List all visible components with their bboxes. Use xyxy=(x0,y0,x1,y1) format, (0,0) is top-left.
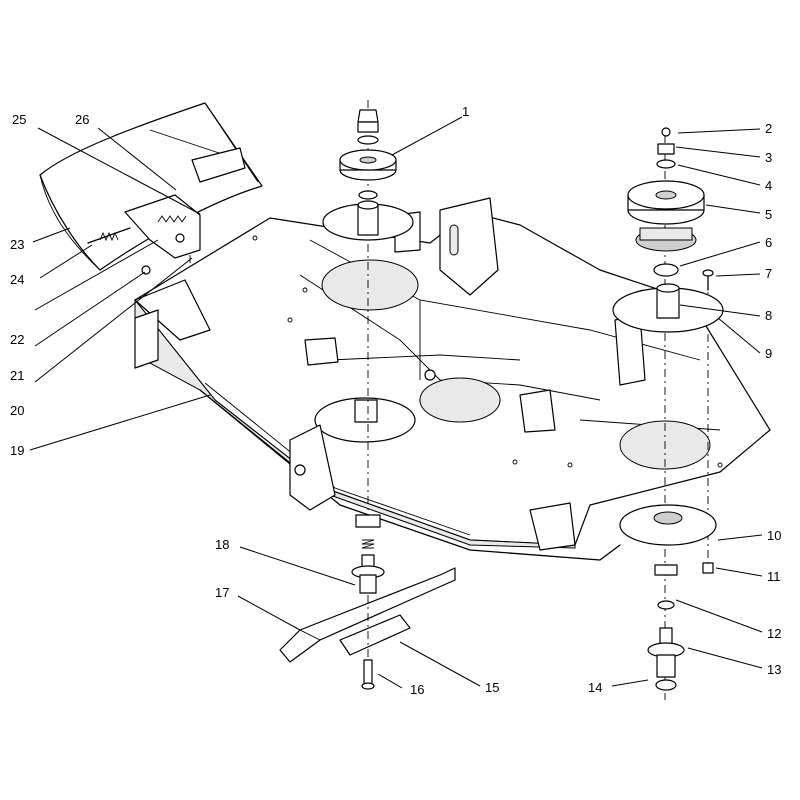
callout-14: 14 xyxy=(588,680,602,695)
callout-22: 22 xyxy=(10,332,24,347)
callout-21: 21 xyxy=(10,368,24,383)
callout-6: 6 xyxy=(765,235,772,250)
callout-1: 1 xyxy=(462,104,469,119)
lower-left-spindle-hub xyxy=(354,399,378,423)
callout-10: 10 xyxy=(767,528,781,543)
right-spindle-nut xyxy=(656,127,676,169)
callout-15: 15 xyxy=(485,680,499,695)
left-spindle-washer xyxy=(358,190,378,200)
right-spindle-housing xyxy=(612,283,724,333)
left-spindle-spring xyxy=(361,539,375,549)
blade-bolt xyxy=(361,659,375,690)
callout-17: 17 xyxy=(215,585,229,600)
deck-bracket-front xyxy=(289,424,336,511)
leader-lines xyxy=(29,116,763,689)
callout-2: 2 xyxy=(765,121,772,136)
callout-7: 7 xyxy=(765,266,772,281)
callout-13: 13 xyxy=(767,662,781,677)
callout-18: 18 xyxy=(215,537,229,552)
callout-20: 20 xyxy=(10,403,24,418)
right-spindle-idler xyxy=(635,227,697,252)
left-spindle-bearing xyxy=(355,514,381,528)
right-lower-spindle-plate xyxy=(619,504,717,546)
callout-11: 11 xyxy=(767,569,781,584)
right-spindle-bearing xyxy=(654,564,678,576)
callout-4: 4 xyxy=(765,178,772,193)
right-spindle-spring xyxy=(657,600,675,610)
blade-stiffener xyxy=(339,614,411,656)
left-spindle-opening xyxy=(321,259,419,311)
callout-19: 19 xyxy=(10,443,24,458)
right-spindle-shaft xyxy=(647,627,685,691)
callout-16: 16 xyxy=(410,682,424,697)
callout-8: 8 xyxy=(765,308,772,323)
deck-bracket-small xyxy=(304,211,576,551)
callout-26: 26 xyxy=(75,112,89,127)
chute-rod xyxy=(87,227,131,244)
chute-nut xyxy=(141,265,151,275)
callout-labels: 1 2 3 4 5 6 7 8 9 10 11 12 13 14 15 16 1… xyxy=(10,104,781,697)
left-spindle-pulley xyxy=(339,149,397,181)
left-spindle-shaft xyxy=(351,554,385,594)
chute-spring xyxy=(157,215,187,223)
right-spindle-pulley xyxy=(627,180,705,225)
callout-5: 5 xyxy=(765,207,772,222)
right-spindle-lock-nut xyxy=(702,562,714,574)
callout-9: 9 xyxy=(765,346,772,361)
right-spindle-spacer xyxy=(653,263,679,277)
callout-12: 12 xyxy=(767,626,781,641)
callout-3: 3 xyxy=(765,150,772,165)
deck-bracket-rear xyxy=(439,197,499,296)
cutting-blade xyxy=(279,567,456,663)
right-spindle-bolt xyxy=(702,269,714,291)
callout-25: 25 xyxy=(12,112,26,127)
deck-idler-bolt xyxy=(424,369,436,381)
chute-hinge-bracket xyxy=(124,147,246,259)
center-spindle-opening xyxy=(419,377,501,423)
left-spindle-nut xyxy=(357,109,379,145)
left-spindle-housing xyxy=(322,200,414,241)
callout-24: 24 xyxy=(10,272,24,287)
callout-23: 23 xyxy=(10,237,24,252)
